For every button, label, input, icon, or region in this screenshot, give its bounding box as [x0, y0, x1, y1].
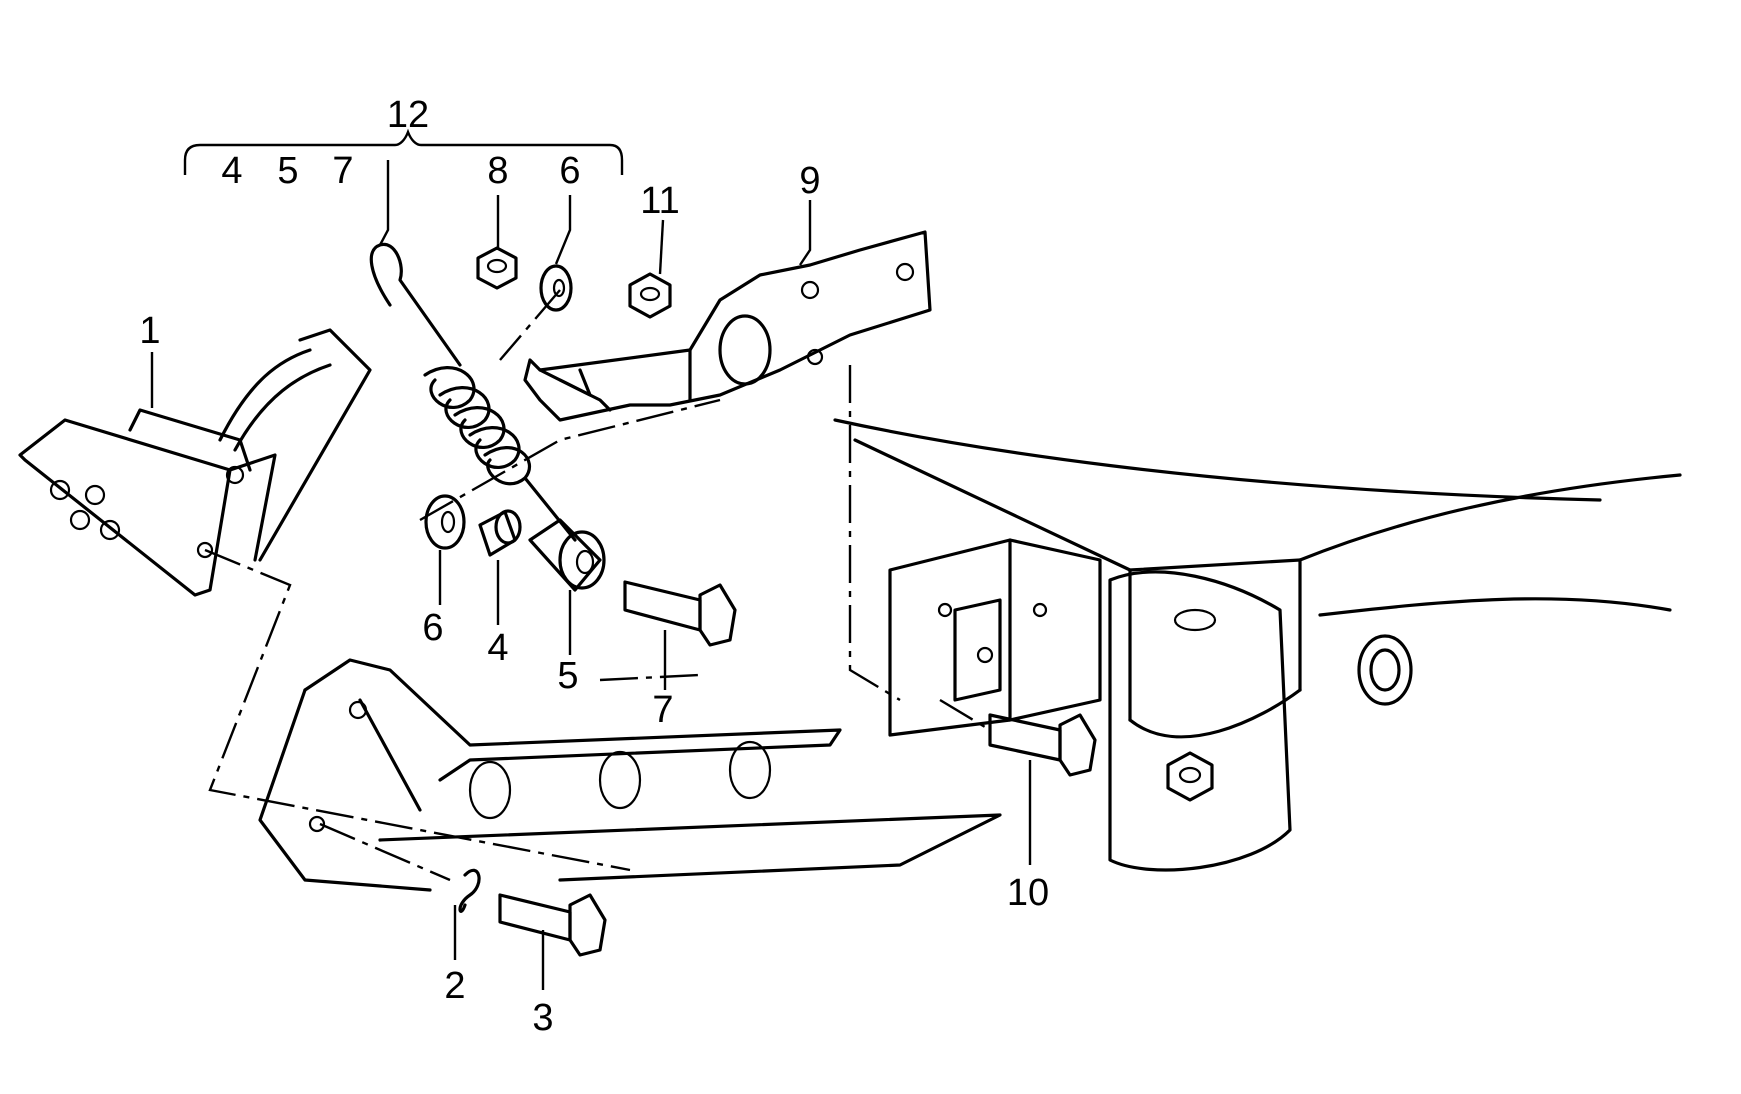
callout-5-bracket: 5: [277, 150, 298, 192]
callout-7-bracket: 7: [332, 150, 353, 192]
part-7-bolt: [623, 580, 737, 647]
callout-2: 2: [444, 965, 465, 1007]
part-3-bolt: [498, 893, 607, 957]
axle-nut: [1166, 751, 1214, 802]
callout-10: 10: [1007, 872, 1049, 914]
part-2-clip: [458, 868, 481, 913]
bracket-12: [183, 128, 624, 175]
pedal-lever: [258, 658, 1002, 892]
part-5-bushing-sleeve: [528, 518, 606, 592]
callout-11: 11: [640, 180, 679, 222]
part-10-bolt: [988, 713, 1097, 777]
assembly-lines: [204, 289, 991, 882]
axle-beam: [833, 418, 1682, 739]
callout-4-bottom: 4: [487, 627, 508, 669]
part-6-washer-bottom: [424, 494, 466, 550]
callout-9: 9: [799, 160, 820, 202]
part-1-pedal-bracket: [18, 328, 372, 597]
part-9-lever-plate: [523, 230, 932, 422]
spring: [369, 242, 577, 542]
leader-lines: [150, 160, 1032, 990]
part-11-nut: [628, 272, 672, 319]
part-8-nut: [476, 246, 518, 290]
part-4-bushing: [478, 509, 522, 557]
callout-5-bottom: 5: [557, 655, 578, 697]
callout-6-bottom: 6: [422, 607, 443, 649]
callout-4-bracket: 4: [221, 150, 242, 192]
part-6-washer-top: [539, 264, 573, 312]
callout-12: 12: [387, 94, 429, 136]
callout-7-bottom: 7: [652, 689, 673, 731]
callout-1: 1: [139, 310, 160, 352]
callout-8: 8: [487, 150, 508, 192]
callout-6-top: 6: [559, 150, 580, 192]
callout-3: 3: [532, 997, 553, 1039]
